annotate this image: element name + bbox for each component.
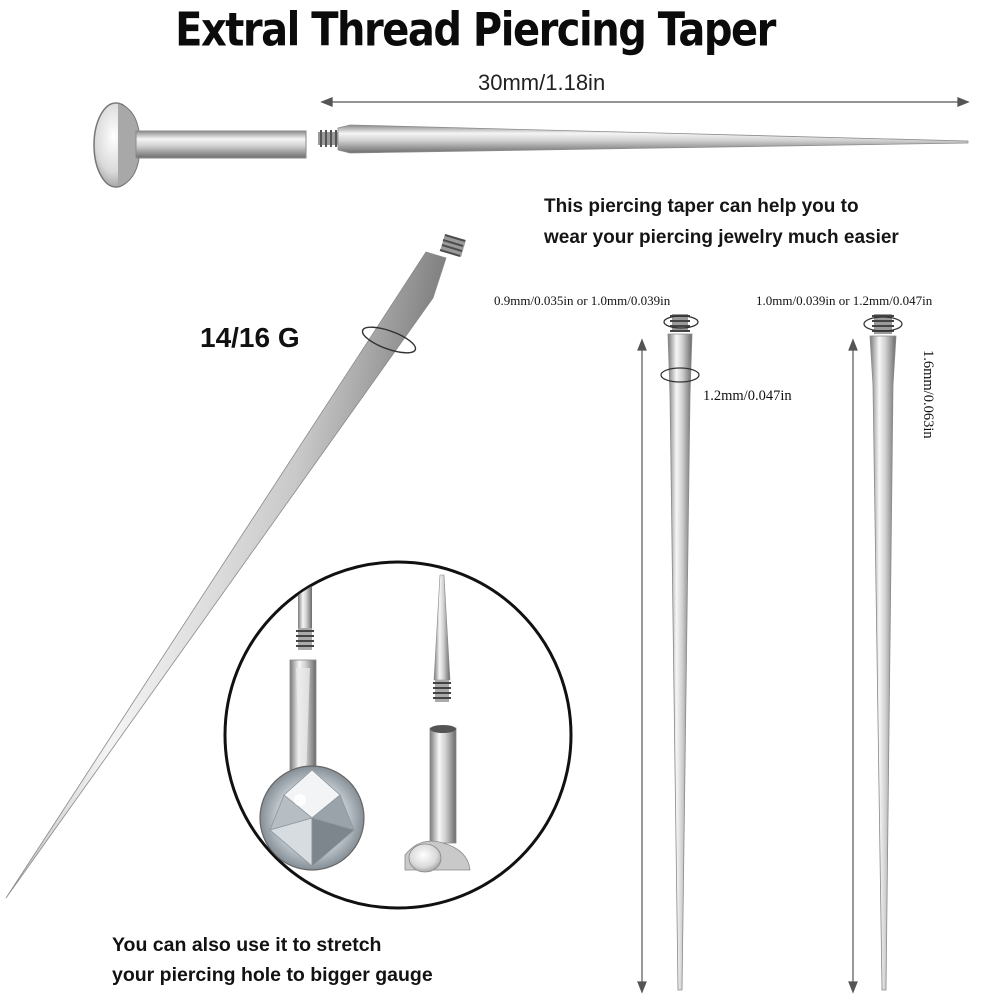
- small-taper-length-arrow: [637, 338, 647, 994]
- detail-thread-icon: [296, 628, 314, 650]
- stud-shaft: [135, 130, 307, 159]
- thread-icon: [318, 130, 338, 147]
- diagonal-thread-icon: [439, 234, 466, 257]
- large-taper-tip-spec: 1.0mm/0.039in or 1.2mm/0.047in: [756, 293, 933, 308]
- stretch-text-line2: your piercing hole to bigger gauge: [112, 964, 433, 986]
- small-taper-body-spec: 1.2mm/0.047in: [703, 388, 792, 404]
- gauge-ring-icon: [361, 326, 417, 354]
- large-taper-body-spec: 1.6mm/0.063in: [920, 350, 936, 439]
- gem-icon: [259, 765, 365, 871]
- detail-taper-thread-icon: [433, 680, 451, 702]
- length-label: 30mm/1.18in: [478, 70, 606, 95]
- vertical-taper-large: [848, 314, 903, 994]
- small-taper-body-ring-icon: [660, 367, 700, 383]
- diagonal-taper: [5, 234, 466, 899]
- large-taper-ring-icon: [863, 316, 903, 332]
- gauge-label: 14/16 G: [200, 322, 300, 353]
- installation-detail-circle: [223, 560, 573, 910]
- help-text-line1: This piercing taper can help you to: [544, 196, 859, 217]
- taper-body-horizontal: [337, 124, 969, 154]
- help-text-line2: wear your piercing jewelry much easier: [544, 227, 899, 248]
- length-dimension-arrow: [320, 97, 970, 107]
- stretch-text-line1: You can also use it to stretch: [112, 934, 382, 956]
- page-title: Extral Thread Piercing Taper: [175, 4, 776, 57]
- small-taper-tip-spec: 0.9mm/0.035in or 1.0mm/0.039in: [494, 293, 671, 308]
- vertical-taper-small: [637, 314, 700, 994]
- large-taper-length-arrow: [848, 338, 858, 994]
- small-taper-ring-icon: [663, 315, 699, 329]
- top-taper-assembly: [93, 97, 970, 188]
